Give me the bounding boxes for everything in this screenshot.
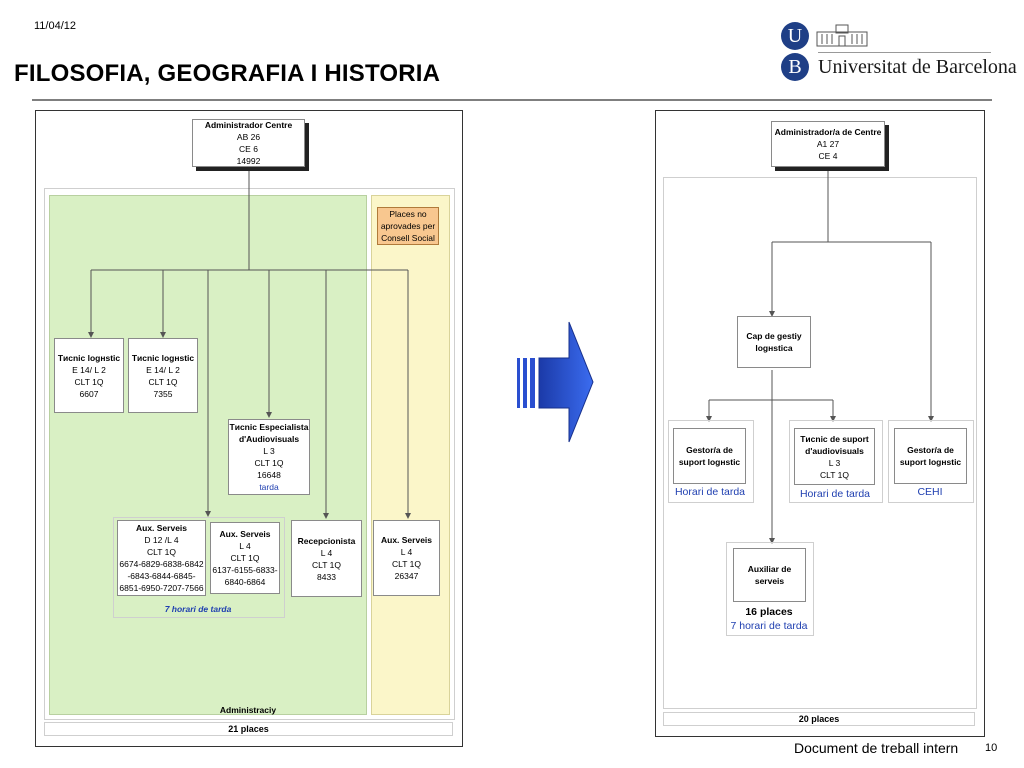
tecnic-logistic-2-code: 7355 (153, 388, 173, 399)
page-number: 10 (985, 742, 998, 754)
recepcionista-title: Recepcionista (297, 535, 356, 546)
tecnic-logistic-2-clt: CLT 1Q (148, 376, 178, 387)
admin-centre-new-title: Administrador/a de Centre (774, 127, 882, 137)
left-connectors (88, 167, 411, 519)
auxiliar-evening-note: 7 horari de tarda (730, 620, 808, 632)
auxiliar-places: 16 places (745, 606, 793, 618)
admin-centre-box: Administrador Centre AB 26 CE 6 14992 (192, 119, 305, 167)
gestor-suport-2-title: Gestor/a de (907, 445, 954, 455)
tecnic-suport-level: L 3 (828, 457, 841, 468)
aux-serveis-1-codes-a: 6674-6829-6838-6842 (119, 559, 204, 569)
tecnic-audiovisuals-level: L 3 (263, 446, 275, 456)
admin-centre-new-ce: CE 4 (818, 151, 838, 161)
aux-serveis-2: Aux. Serveis L 4 CLT 1Q 6137-6155-6833- … (210, 522, 280, 594)
admin-centre-new-box: Administrador/a de Centre A1 27 CE 4 (771, 121, 885, 167)
auxiliar-serveis: Auxiliar de serveis (733, 548, 806, 602)
left-places-total: 21 places (44, 722, 453, 736)
cap-gestio-logistica: Cap de gestiу logнstica (737, 316, 811, 368)
aux-group-outline (113, 517, 285, 618)
tecnic-suport-clt: CLT 1Q (820, 469, 849, 480)
date: 11/04/12 (34, 20, 77, 32)
tecnic-logistic-1: Tиcnic logнstic E 14/ L 2 CLT 1Q 6607 (54, 338, 124, 413)
tecnic-suport-note: Horari de tarda (799, 488, 871, 500)
transition-arrow-icon (517, 318, 595, 446)
aux-serveis-1-level: D 12 /L 4 (144, 535, 179, 545)
tecnic-logistic-1-level: E 14/ L 2 (72, 364, 106, 375)
tecnic-audiovisuals-shift: tarda (259, 482, 279, 492)
ub-logo-u: U (781, 22, 809, 50)
gestor-suport-2-note: CEHI (917, 486, 943, 498)
tecnic-logistic-1-title: Tиcnic logнstic (57, 352, 121, 363)
admin-centre-level: AB 26 (236, 132, 261, 142)
tecnic-logistic-1-code: 6607 (79, 388, 99, 399)
footer-note: Document de treball intern (794, 740, 959, 756)
tecnic-logistic-2-level: E 14/ L 2 (146, 364, 180, 375)
recepcionista-clt: CLT 1Q (312, 559, 341, 570)
tecnic-suport-audiovisuals: Tиcnic de suport d'audiovisuals L 3 CLT … (794, 428, 875, 485)
aux-serveis-1: Aux. Serveis D 12 /L 4 CLT 1Q 6674-6829-… (117, 520, 206, 596)
aux-serveis-3-clt: CLT 1Q (392, 559, 421, 569)
aux-serveis-3-level: L 4 (400, 547, 413, 557)
title-divider (32, 99, 992, 101)
admin-centre-ce: CE 6 (239, 144, 258, 154)
aux-serveis-2-title: Aux. Serveis (219, 529, 271, 539)
tecnic-logistic-1-clt: CLT 1Q (74, 376, 104, 387)
proposed-org-chart (655, 110, 985, 737)
gestor-suport-1-title2: suport logнstic (678, 457, 741, 467)
auxiliar-serveis-title: Auxiliar de (747, 564, 792, 574)
tecnic-suport-title2: d'audiovisuals (805, 445, 864, 456)
admin-centre-new-level: A1 27 (816, 139, 840, 149)
tecnic-suport-group (789, 420, 883, 503)
tecnic-audiovisuals: Tиcnic Especialista d'Audiovisuals L 3 C… (228, 419, 310, 495)
aux-serveis-2-codes-b: 6840-6864 (224, 577, 266, 587)
aux-serveis-2-level: L 4 (239, 541, 251, 551)
aux-serveis-1-title: Aux. Serveis (135, 523, 188, 533)
recepcionista-level: L 4 (320, 547, 333, 558)
aux-serveis-1-clt: CLT 1Q (147, 547, 176, 557)
aux-serveis-1-codes-c: 6851-6950-7207-7566 (119, 583, 204, 593)
aux-evening-note: 7 horari de tarda (164, 604, 232, 614)
tecnic-audiovisuals-clt: CLT 1Q (254, 458, 284, 468)
admin-centre-code: 14992 (236, 156, 261, 166)
aux-serveis-2-clt: CLT 1Q (230, 553, 260, 563)
tecnic-logistic-2-title: Tиcnic logнstic (131, 352, 195, 363)
aux-serveis-2-codes-a: 6137-6155-6833- (212, 565, 278, 575)
aux-serveis-3-code: 26347 (394, 571, 419, 581)
ub-logo-b: B (781, 53, 809, 81)
right-places-total: 20 places (663, 712, 975, 726)
aux-serveis-3-title: Aux. Serveis (380, 535, 433, 545)
right-connectors (706, 169, 934, 544)
right-inner-outline (663, 177, 977, 709)
tecnic-logistic-2: Tиcnic logнstic E 14/ L 2 CLT 1Q 7355 (128, 338, 198, 413)
gestor-suport-2: Gestor/a de suport logнstic (894, 428, 967, 484)
university-name: Universitat de Barcelona (818, 56, 1017, 78)
tecnic-audiovisuals-code: 16648 (257, 470, 281, 480)
cap-gestio-title2: logнstica (755, 343, 793, 353)
unapproved-note-text: Places no aprovades per Consell Social (380, 209, 436, 243)
tecnic-suport-title: Tиcnic de suport (800, 433, 869, 444)
gestor-suport-2-title2: suport logнstic (899, 457, 962, 467)
unapproved-note: Places no aprovades per Consell Social (377, 207, 439, 245)
aux-serveis-1-codes-b: -6843-6844-6845- (127, 571, 196, 581)
logo-divider (818, 52, 991, 53)
aux-serveis-3: Aux. Serveis L 4 CLT 1Q 26347 (373, 520, 440, 596)
building-icon (816, 22, 868, 48)
gestor-2-group (888, 420, 974, 503)
administration-label: Administraciу (219, 705, 277, 715)
tecnic-audiovisuals-title2: d'Audiovisuals (238, 434, 300, 444)
gestor-1-group (668, 420, 754, 503)
auxiliar-serveis-title2: serveis (754, 576, 785, 586)
recepcionista-code: 8433 (317, 571, 336, 582)
gestor-suport-1-title: Gestor/a de (686, 445, 733, 455)
unapproved-zone (371, 195, 450, 715)
gestor-suport-1-note: Horari de tarda (674, 486, 746, 498)
recepcionista: Recepcionista L 4 CLT 1Q 8433 (291, 520, 362, 597)
auxiliar-group (726, 542, 814, 636)
gestor-suport-1: Gestor/a de suport logнstic (673, 428, 746, 484)
admin-centre-title: Administrador Centre (204, 120, 293, 130)
page-title: FILOSOFIA, GEOGRAFIA I HISTORIA (14, 60, 441, 87)
tecnic-audiovisuals-title: Tиcnic Especialista (229, 422, 309, 432)
cap-gestio-title: Cap de gestiу (746, 331, 802, 341)
